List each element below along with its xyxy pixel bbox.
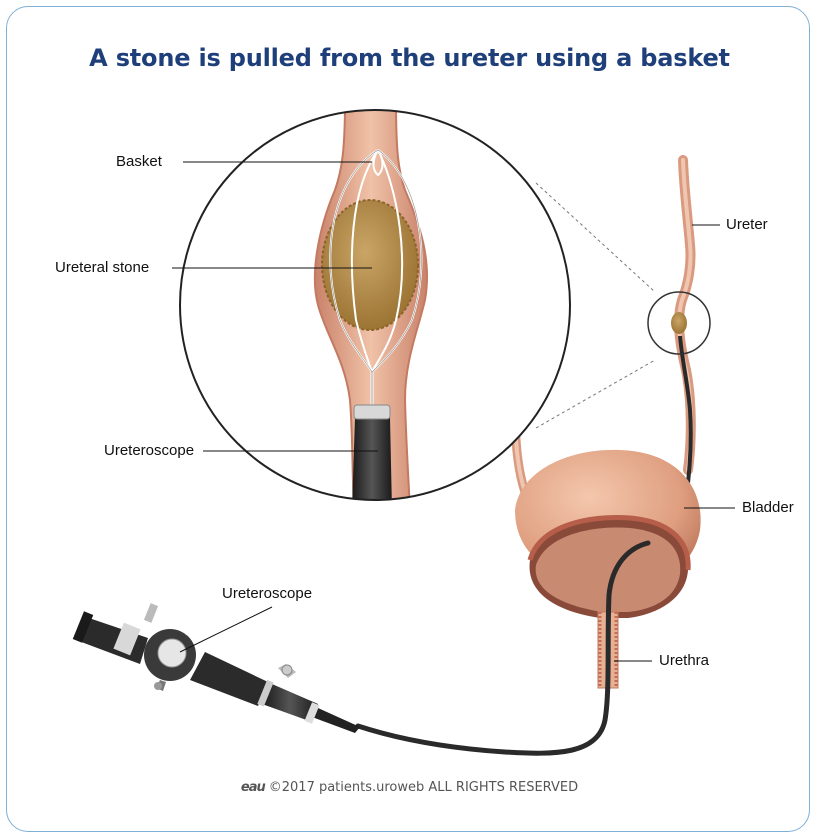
small-stone (671, 312, 687, 334)
zoom-ureteroscope (352, 414, 392, 511)
leader-ureteroscope-device (180, 607, 272, 652)
copyright-text: ©2017 patients.uroweb ALL RIGHTS RESERVE… (269, 780, 578, 795)
ureteroscope-device (73, 603, 360, 733)
label-bladder: Bladder (742, 499, 794, 516)
label-ureter: Ureter (726, 216, 768, 233)
label-basket: Basket (116, 153, 162, 170)
label-urethra: Urethra (659, 652, 709, 669)
copyright-footer: eau ©2017 patients.uroweb ALL RIGHTS RESE… (0, 780, 819, 795)
label-ureteral-stone: Ureteral stone (55, 259, 149, 276)
label-ureteroscope-device: Ureteroscope (222, 585, 312, 602)
eau-logo: eau (241, 780, 265, 795)
label-ureteroscope-zoom: Ureteroscope (104, 442, 194, 459)
